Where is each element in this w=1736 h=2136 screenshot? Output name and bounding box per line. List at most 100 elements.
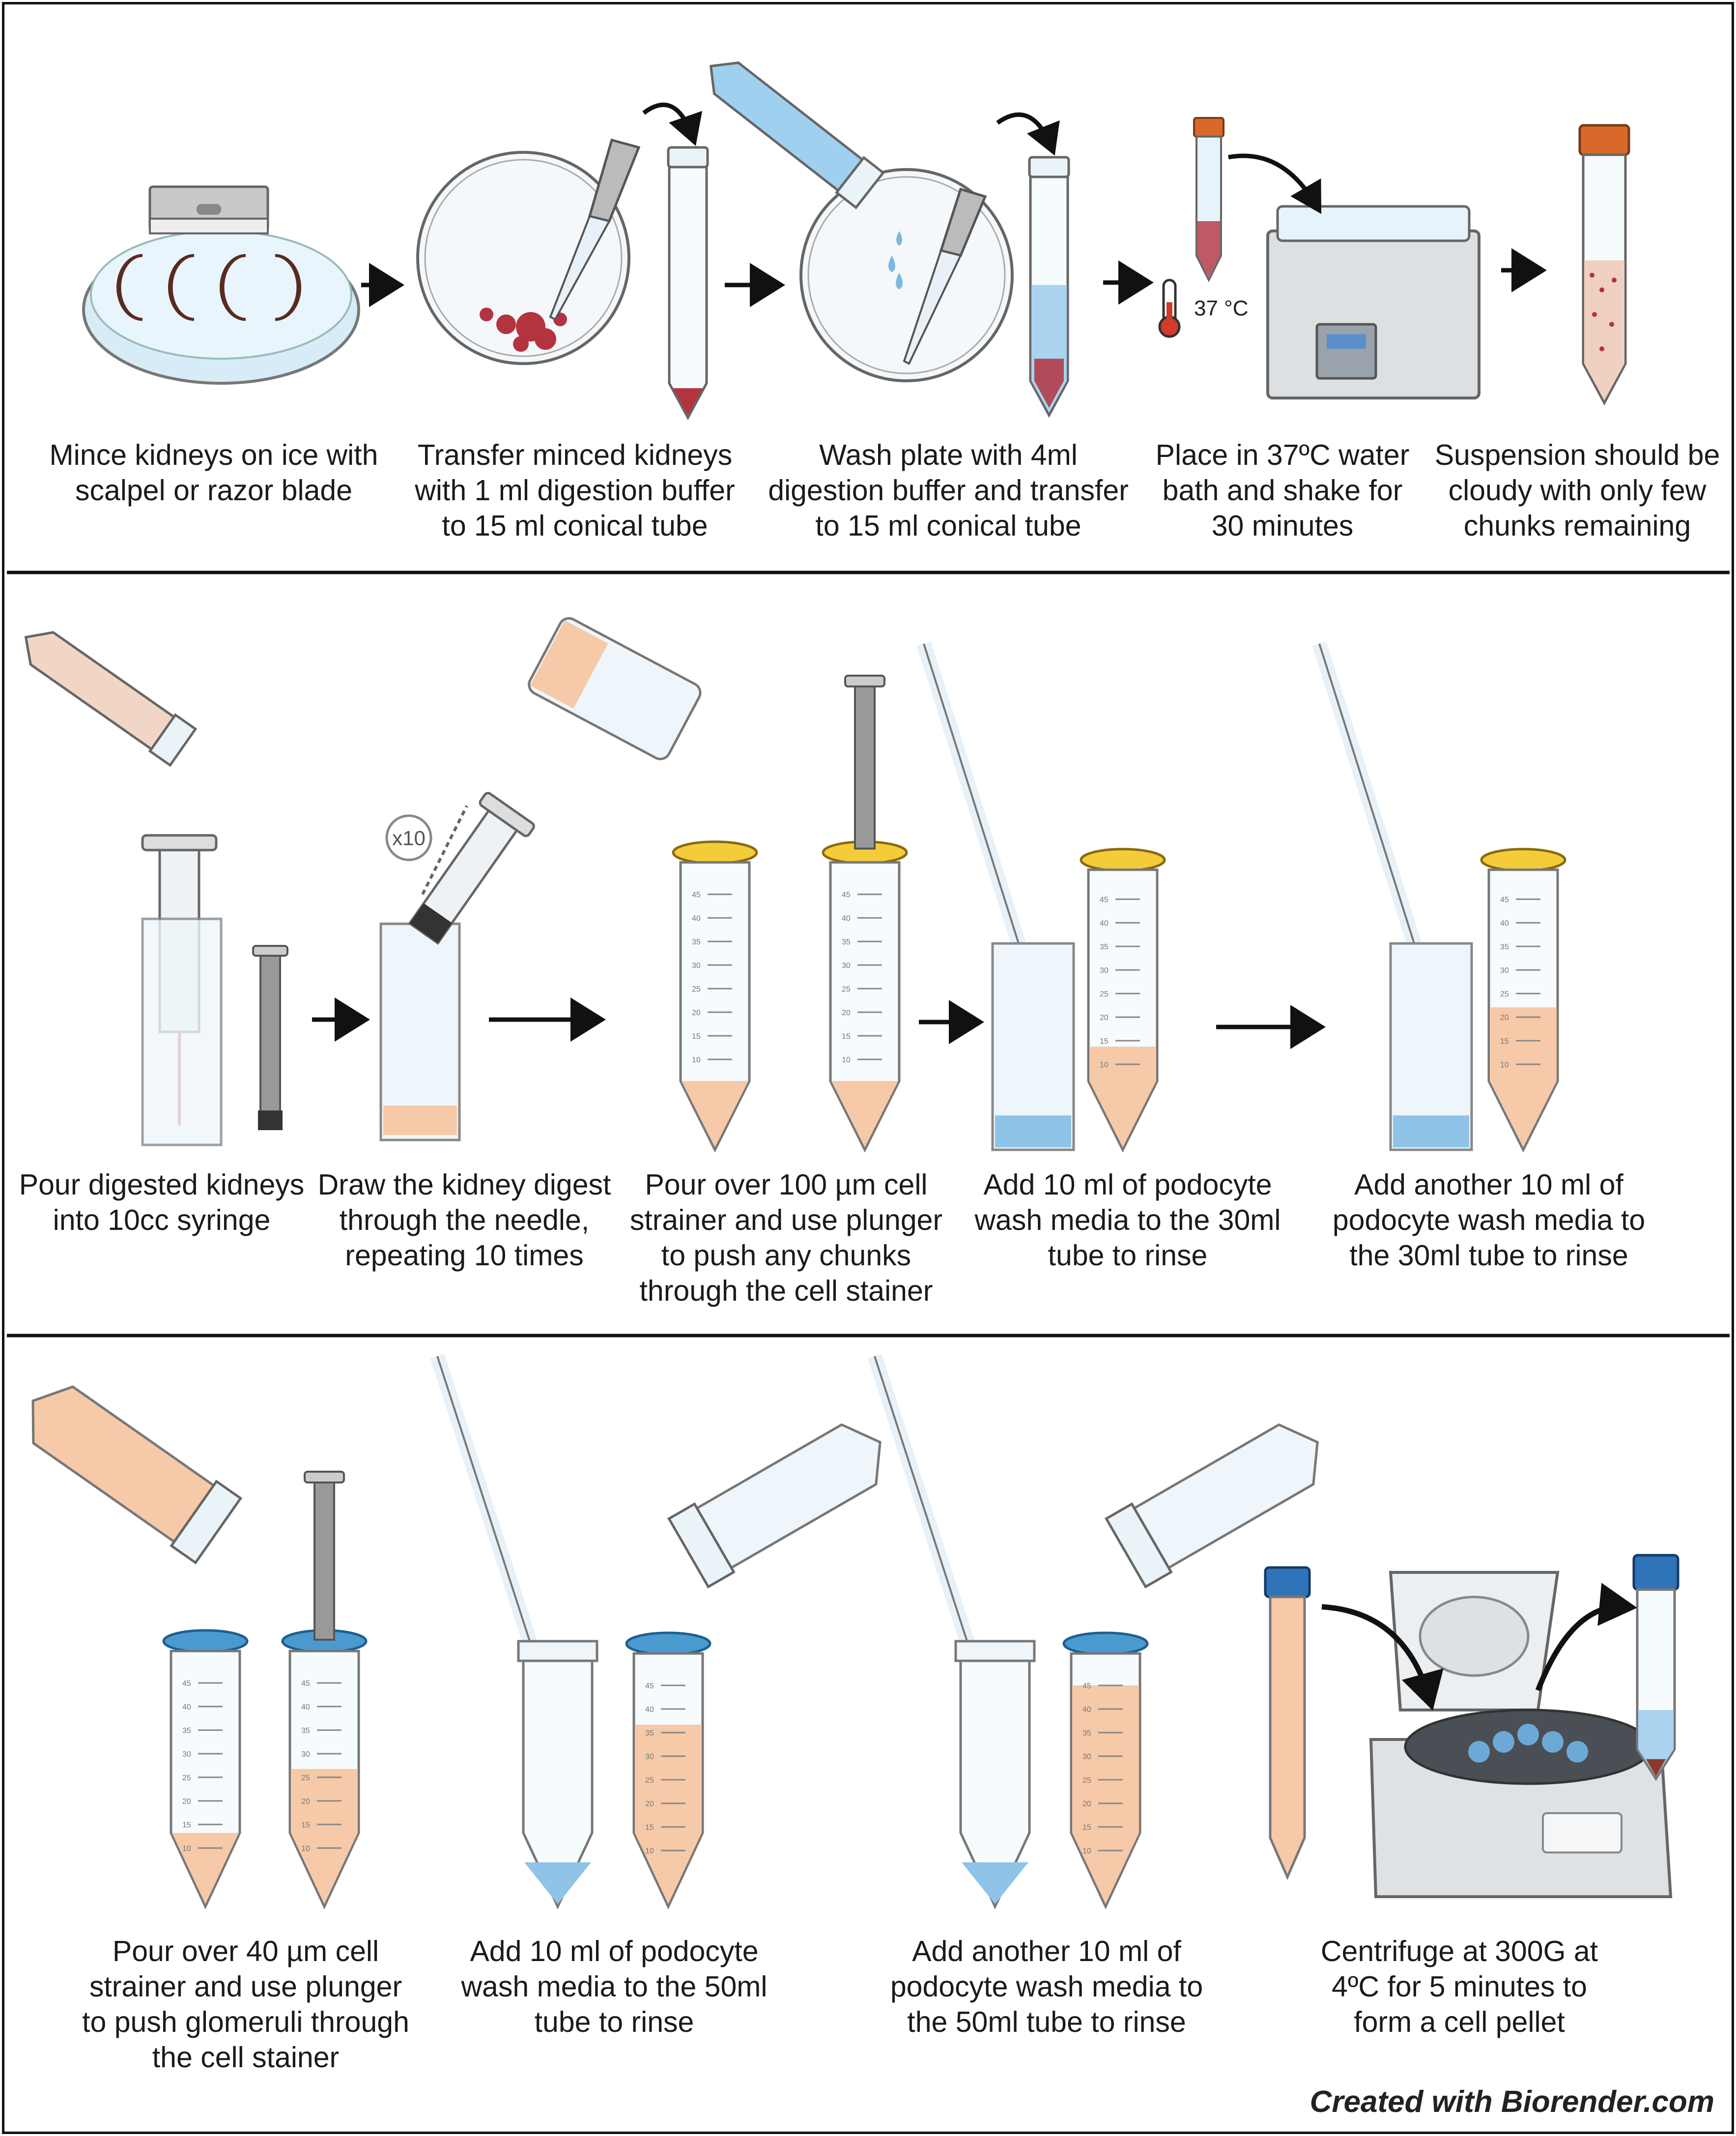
plunger-icon <box>844 675 885 850</box>
graduation-label: 10 <box>182 1845 191 1853</box>
graduation-label: 35 <box>842 938 851 946</box>
graduation-label: 45 <box>301 1680 310 1688</box>
graduation-label: 30 <box>1100 967 1109 975</box>
step14-centrifuge-illustration <box>1264 1554 1679 1898</box>
graduation-label: 20 <box>1500 1014 1509 1022</box>
temperature-label: 37 °C <box>1194 296 1249 320</box>
step6-syringe-illustration <box>24 631 288 1146</box>
graduation-label: 25 <box>1100 990 1109 998</box>
graduation-label: 45 <box>645 1682 654 1690</box>
razor-blade-icon <box>148 185 269 234</box>
conical-tube-50ml-icon <box>517 1640 598 1909</box>
step8-caption: Pour over 100 µm cell strainer and use p… <box>629 1168 943 1307</box>
syringe-icon <box>408 792 535 945</box>
conical-tube-50ml-icon <box>1480 848 1566 1153</box>
graduation-label: 15 <box>1500 1037 1509 1046</box>
step14-caption: Centrifuge at 300G at 4ºC for 5 minutes … <box>1320 1935 1598 2038</box>
step5-caption: Suspension should be cloudy with only fe… <box>1434 439 1720 542</box>
step9-caption: Add 10 ml of podocyte wash media to the … <box>974 1168 1281 1272</box>
graduation-label: 30 <box>1500 967 1509 975</box>
graduation-label: 35 <box>1500 943 1509 951</box>
step4-caption: Place in 37ºC water bath and shake for 3… <box>1155 439 1410 542</box>
tilted-conical-tube-icon <box>31 1385 243 1565</box>
graduation-label: 30 <box>692 962 701 970</box>
graduation-label: 40 <box>645 1706 654 1714</box>
thermometer-icon <box>1158 279 1181 338</box>
biorender-credit: Created with Biorender.com <box>1309 2085 1714 2119</box>
graduation-label: 25 <box>842 985 851 994</box>
graduation-label: 20 <box>1082 1800 1091 1808</box>
graduation-label: 40 <box>1082 1706 1091 1714</box>
kidney-slices-icon <box>116 254 301 321</box>
step1-caption: Mince kidneys on ice with scalpel or raz… <box>49 439 378 507</box>
graduation-label: 45 <box>1082 1682 1091 1690</box>
graduation-label: 15 <box>301 1821 310 1829</box>
graduation-label: 45 <box>1100 896 1109 904</box>
conical-tube-50ml-icon <box>625 1631 711 1909</box>
graduation-label: 10 <box>1100 1061 1109 1069</box>
conical-tube-50ml-icon <box>1062 1631 1149 1909</box>
step2-caption: Transfer minced kidneys with 1 ml digest… <box>415 439 735 542</box>
step2-transfer-illustration <box>416 102 709 421</box>
pipette-icon <box>549 138 641 321</box>
step5-suspension-illustration <box>1578 124 1630 406</box>
tilted-conical-tube-icon <box>1105 1423 1319 1589</box>
step1-mince-illustration <box>82 185 360 385</box>
graduation-label: 30 <box>301 1750 310 1759</box>
conical-tube-50ml-icon <box>1080 848 1166 1153</box>
step11-caption: Pour over 40 µm cell strainer and use pl… <box>82 1935 409 2074</box>
graduation-label: 40 <box>842 914 851 923</box>
graduation-label: 30 <box>182 1750 191 1759</box>
conical-tube-icon <box>1264 1566 1311 1880</box>
graduation-label: 45 <box>182 1680 191 1688</box>
graduation-label: 15 <box>1100 1037 1109 1046</box>
graduation-label: 35 <box>1082 1729 1091 1737</box>
plunger-icon <box>252 945 288 1130</box>
centrifuge-icon <box>1369 1571 1673 1898</box>
conical-tube-50ml-icon <box>822 840 908 1153</box>
step11-strainer-illustration <box>31 1385 368 1909</box>
graduation-label: 35 <box>301 1727 310 1735</box>
step3-wash-illustration <box>709 61 1070 418</box>
graduation-label: 20 <box>301 1797 310 1806</box>
graduation-label: 15 <box>1082 1823 1091 1832</box>
graduation-label: 30 <box>645 1753 654 1761</box>
graduation-label: 25 <box>301 1774 310 1782</box>
graduation-label: 10 <box>1500 1061 1509 1069</box>
step12-caption: Add 10 ml of podocyte wash media to the … <box>461 1935 768 2038</box>
tilted-conical-tube-icon <box>24 631 198 767</box>
graduation-label: 20 <box>692 1009 701 1017</box>
graduation-label: 25 <box>182 1774 191 1782</box>
tilted-conical-tube-icon <box>667 1423 882 1589</box>
step8-strainer-illustration <box>528 617 908 1153</box>
graduation-label: 35 <box>645 1729 654 1737</box>
step10-rinse-illustration <box>1312 641 1566 1153</box>
graduation-label: 15 <box>182 1821 191 1829</box>
step9-rinse-illustration <box>916 641 1166 1153</box>
graduation-label: 45 <box>692 891 701 899</box>
graduation-label: 15 <box>645 1823 654 1832</box>
repeat-badge <box>385 814 432 861</box>
graduation-label: 40 <box>1100 919 1109 928</box>
tilted-conical-tube-icon <box>528 617 702 761</box>
conical-tube-50ml-icon <box>281 1629 368 1909</box>
graduation-label: 15 <box>692 1032 701 1041</box>
graduation-label: 10 <box>692 1056 701 1064</box>
graduation-label: 40 <box>692 914 701 923</box>
graduation-label: 30 <box>1082 1753 1091 1761</box>
graduation-label: 40 <box>182 1703 191 1711</box>
pipette-icon <box>903 187 987 365</box>
step13-rinse-illustration <box>867 1354 1319 1909</box>
step7-caption: Draw the kidney digest through the needl… <box>317 1168 611 1272</box>
step12-rinse-illustration <box>430 1354 882 1909</box>
conical-tube-icon <box>1632 1554 1679 1781</box>
plunger-icon <box>304 1471 345 1641</box>
step4-waterbath-illustration <box>1158 117 1480 399</box>
graduation-label: 20 <box>1100 1014 1109 1022</box>
conical-tube-50ml-icon <box>672 840 758 1153</box>
graduation-label: 35 <box>182 1727 191 1735</box>
conical-tube-50ml-icon <box>162 1629 249 1909</box>
conical-tube-50ml-icon <box>954 1640 1036 1909</box>
conical-tube-15ml-icon <box>1193 117 1224 283</box>
